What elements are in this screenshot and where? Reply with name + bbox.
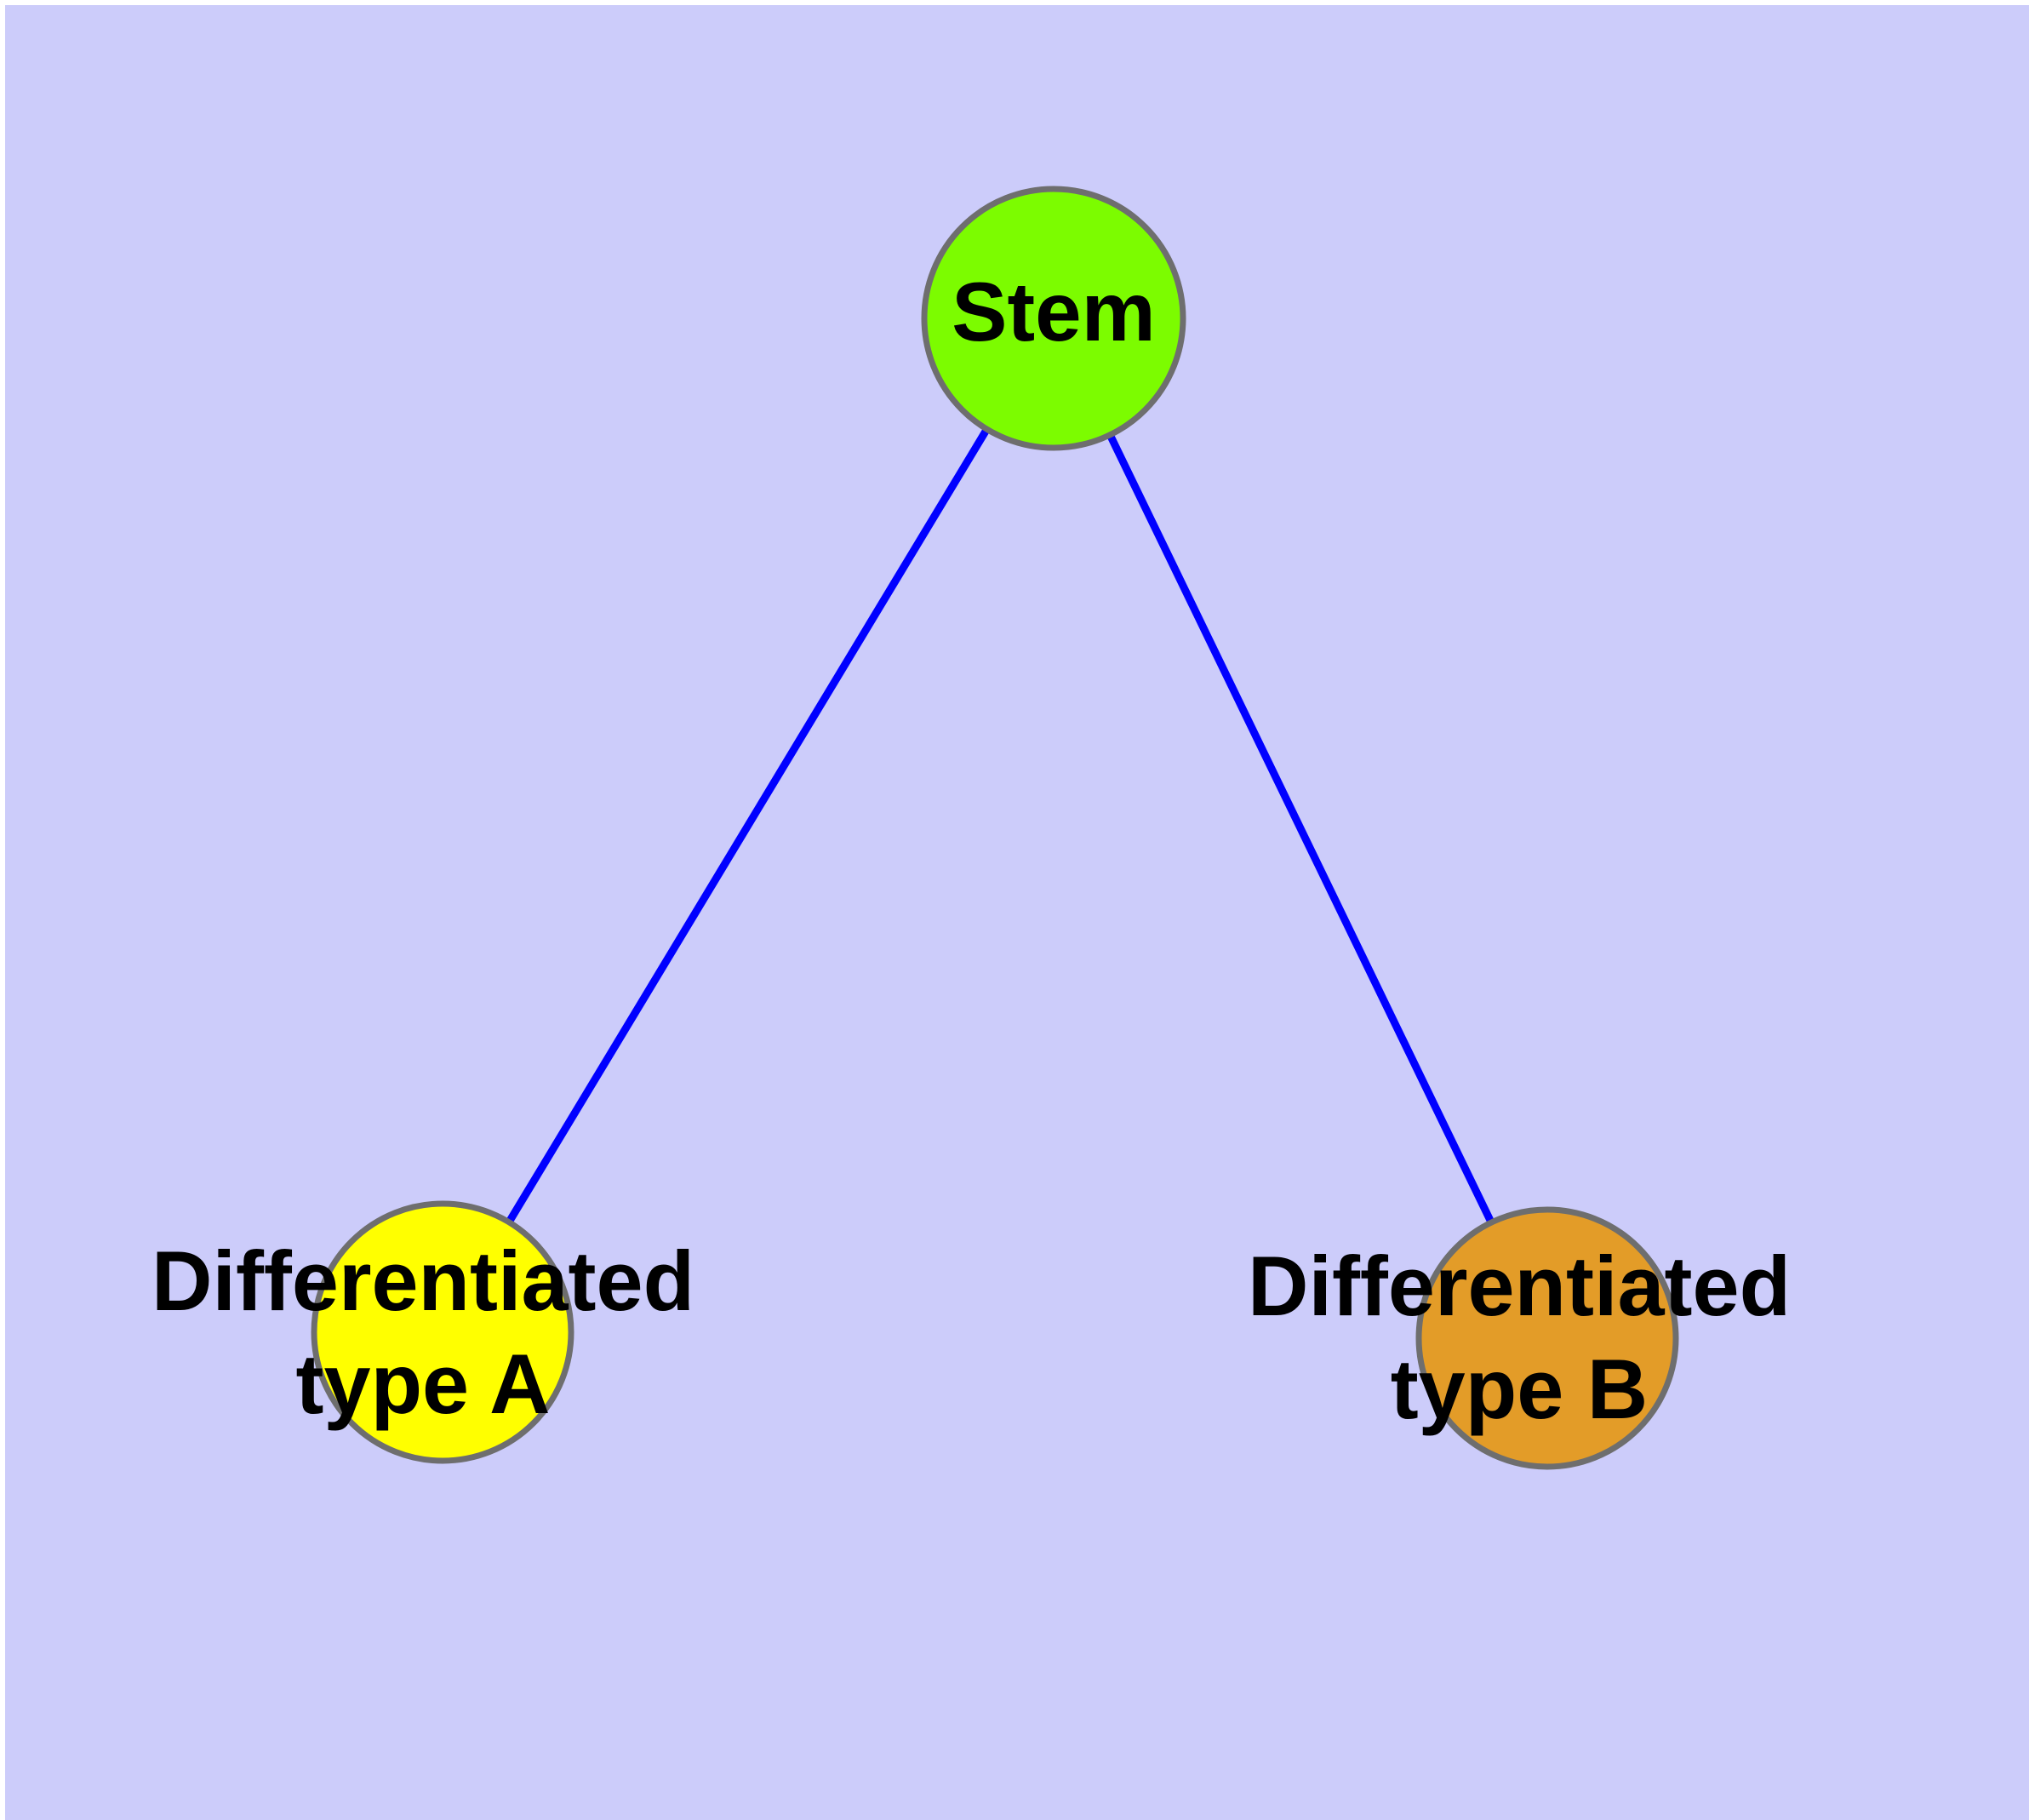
edge-stem-to-differentiated-type-b[interactable] <box>1106 432 1495 1225</box>
node-stem-label: Stem <box>952 265 1156 358</box>
node-layer <box>311 186 1679 1470</box>
node-differentiated-type-b-label-line1: Differentiated <box>1248 1239 1791 1333</box>
node-differentiated-type-b-circle[interactable] <box>1415 1206 1679 1470</box>
node-differentiated-type-a-label-line1: Differentiated <box>151 1233 694 1328</box>
label-layer: Stem Differentiated type A Differentiate… <box>151 265 1791 1436</box>
node-differentiated-type-a-label-line2: type A <box>296 1336 551 1431</box>
edge-stem-to-differentiated-type-a[interactable] <box>506 426 991 1225</box>
edge-layer <box>506 426 1495 1225</box>
node-stem-circle[interactable] <box>921 186 1186 451</box>
node-differentiated-type-a-circle[interactable] <box>311 1200 574 1464</box>
node-differentiated-type-b-label-line2: type B <box>1391 1342 1649 1436</box>
